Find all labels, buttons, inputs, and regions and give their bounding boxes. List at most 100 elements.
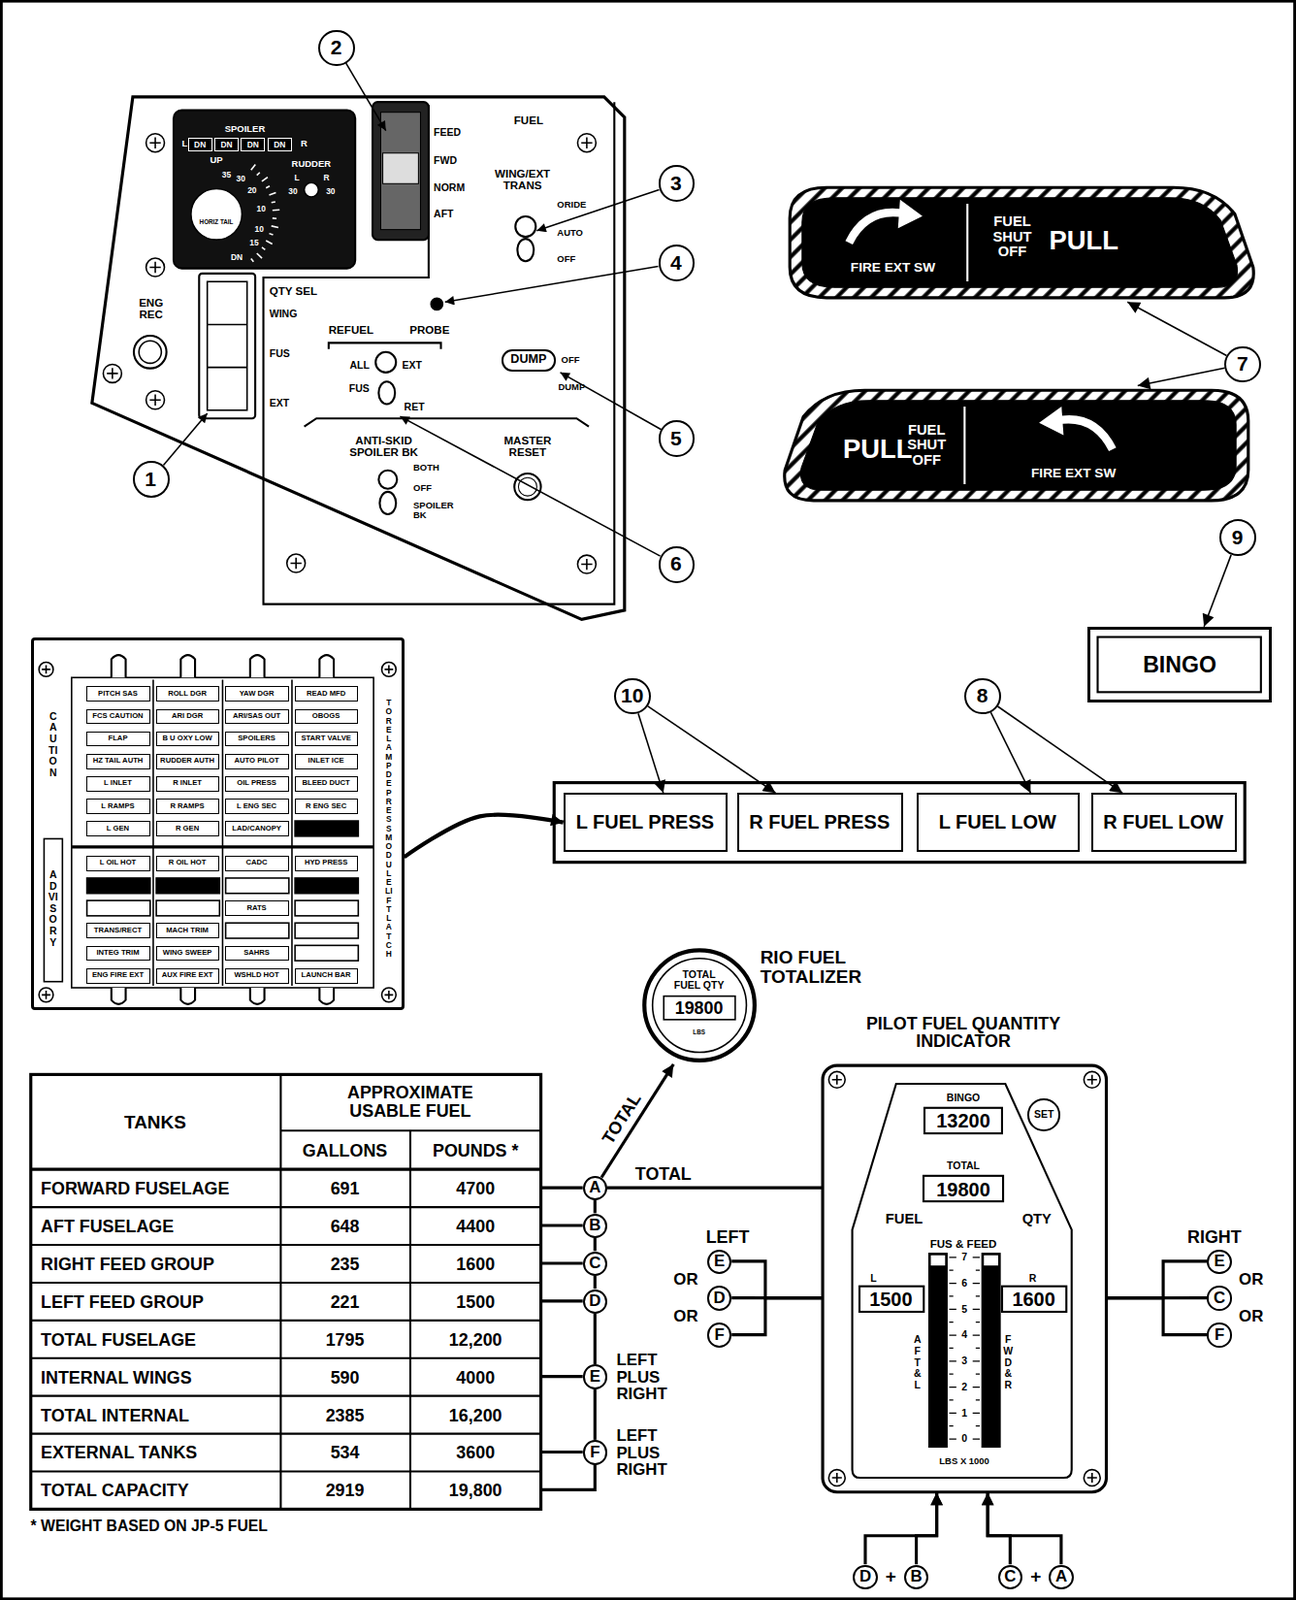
label: 35 — [222, 169, 231, 179]
label-text: LAD/CANOPY — [231, 824, 282, 833]
label: 2919 — [325, 1481, 365, 1500]
label-text: L FUEL LOW — [939, 811, 1057, 833]
label-text: SAHRS — [243, 948, 270, 957]
label-text: CADC — [246, 858, 268, 867]
spoiler-flag: DN — [188, 137, 213, 152]
label: AFT FUSELAGE — [40, 1217, 174, 1236]
label: OR — [1238, 1270, 1264, 1289]
label-text: PILOT FUEL QUANTITY INDICATOR — [853, 1014, 1073, 1052]
label-text: A — [1055, 1567, 1068, 1586]
label-text: RIO FUEL TOTALIZER — [760, 947, 878, 987]
node-drawing — [923, 1175, 1004, 1201]
table-rule — [31, 1167, 542, 1171]
blank-light — [87, 900, 151, 916]
label-text: 8 — [976, 684, 989, 707]
panel-outline — [92, 97, 625, 619]
label: TOTAL CAPACITY — [40, 1481, 190, 1500]
connector — [1203, 554, 1232, 627]
label: EXT — [401, 359, 422, 371]
label-text: FIRE EXT SW — [850, 259, 936, 274]
label: MASTER RESET — [488, 434, 566, 458]
callout-number: 6 — [658, 546, 696, 584]
label-text: TOTAL FUEL QTY — [671, 969, 728, 991]
label-text: FUEL SHUT OFF — [902, 421, 951, 467]
label-text: READ MFD — [306, 689, 346, 698]
table-lead — [541, 1223, 584, 1227]
label-text: ROLL DGR — [167, 689, 207, 698]
scale-tick — [269, 193, 277, 196]
counter-window: TOTAL19800 — [923, 1159, 1004, 1201]
screw-slot — [149, 137, 161, 149]
label-text: INLET ICE — [308, 756, 345, 765]
button-face — [518, 477, 537, 496]
label: 534 — [330, 1443, 360, 1462]
node-drawing — [1002, 1285, 1067, 1311]
screw — [146, 258, 165, 277]
caution-light: L INLET — [86, 776, 150, 792]
label: 30 — [325, 186, 335, 195]
label: 2 — [961, 1381, 968, 1393]
caution-light: PITCH SAS — [86, 685, 150, 702]
set-button: SET — [1027, 1098, 1061, 1132]
label-text: FUEL — [885, 1211, 923, 1227]
handle-divider — [963, 406, 966, 485]
screw-slot — [41, 664, 51, 674]
caution-light: WSHLD HOT — [225, 968, 289, 984]
tank-letter: B — [583, 1213, 608, 1238]
label: 221 — [330, 1292, 360, 1311]
screw — [382, 987, 397, 1003]
caution-light: BLEED DUCT — [294, 776, 358, 792]
counter-window: BINGO13200 — [924, 1092, 1003, 1134]
fuel-table — [31, 1073, 542, 1509]
node-drawing — [789, 188, 1254, 299]
label-text: L GEN — [106, 824, 130, 833]
label-text: 2 — [330, 36, 343, 59]
label-text: B U OXY LOW — [162, 734, 212, 743]
table-rule — [31, 1319, 542, 1322]
label-text: RUDDER AUTH — [160, 756, 215, 765]
twist-arrow — [1055, 419, 1113, 450]
label: 15 — [249, 238, 259, 248]
label: 30 — [288, 186, 297, 195]
label: LEFT — [706, 1228, 750, 1247]
counter-window: R1600 — [1002, 1272, 1067, 1312]
label: 691 — [330, 1179, 360, 1199]
caution-light: OBOGS — [294, 709, 358, 725]
label: 4000 — [455, 1367, 495, 1387]
label-text: L RAMPS — [100, 801, 134, 810]
fire-handle: PULLFUEL SHUT OFFFIRE EXT SW — [780, 386, 1253, 507]
label: UP — [209, 155, 223, 165]
tank-letter: F — [1206, 1322, 1232, 1347]
spoiler-flag: DN — [267, 137, 292, 152]
callout-number: 4 — [658, 244, 696, 282]
label-text: DN — [247, 139, 260, 149]
label: WING/EXT TRANS — [482, 167, 564, 192]
label: OR — [673, 1307, 698, 1326]
connector — [987, 1492, 1010, 1565]
label-text: 1600 — [1011, 1289, 1055, 1310]
module-latch — [111, 654, 127, 678]
label-text: YAW DGR — [239, 689, 275, 698]
caution-light: R OIL HOT — [156, 855, 220, 872]
tank-letter: A — [1048, 1564, 1073, 1589]
callout-number: 7 — [1224, 346, 1262, 384]
label: ENG REC — [130, 296, 172, 321]
node-drawing — [644, 949, 755, 1061]
label-text: F — [589, 1443, 600, 1461]
screw — [382, 662, 397, 678]
label: ANTI-SKID SPOILER BK — [332, 434, 435, 458]
label: 1600 — [455, 1254, 495, 1273]
label: WING — [269, 308, 298, 320]
caution-light: AUTO PILOT — [225, 753, 289, 770]
warning-light: BINGO — [1087, 626, 1271, 703]
callout-number: 2 — [318, 30, 356, 67]
scale-tick — [948, 1269, 980, 1271]
label-text: ENG FIRE EXT — [92, 971, 144, 979]
caution-light: L RAMPS — [86, 798, 150, 814]
screw — [577, 133, 596, 153]
screw — [287, 553, 306, 573]
caution-light: RATS — [225, 900, 289, 916]
table-lead — [541, 1298, 584, 1302]
toggle-base — [378, 470, 397, 489]
